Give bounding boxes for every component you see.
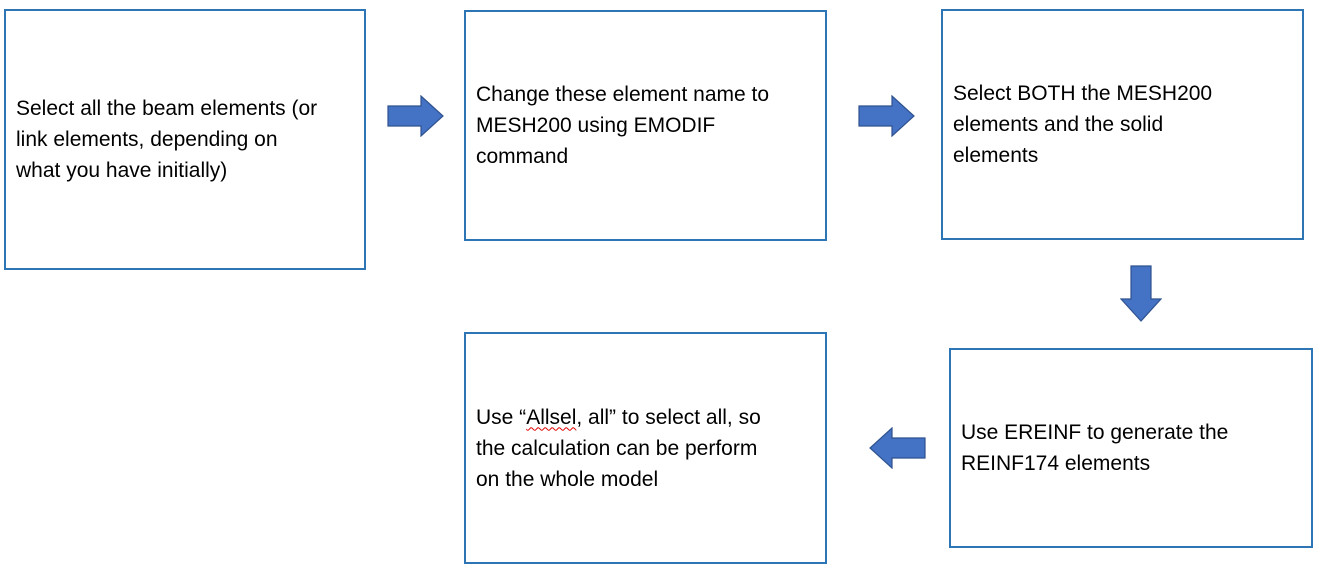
right-arrow-icon (387, 95, 444, 137)
down-arrow-icon (1120, 265, 1162, 322)
arrow-4-shape (869, 427, 926, 469)
step-1-box: Select all the beam elements (or link el… (4, 9, 366, 270)
step-1-text: Select all the beam elements (or link el… (16, 97, 318, 182)
step-3-text: Select BOTH the MESH200 elements and the… (953, 82, 1213, 167)
step-2-text: Change these element name to MESH200 usi… (476, 83, 770, 168)
right-arrow-icon (858, 95, 915, 137)
step-5-text: Use “Allsel, all” to select all, so the … (476, 402, 761, 495)
step-5-text-prefix: Use “ (476, 405, 527, 429)
left-arrow-icon (869, 427, 926, 469)
step-5-flagged-word: Allsel (526, 405, 577, 429)
step-4-text: Use EREINF to generate the REINF174 elem… (961, 421, 1229, 475)
step-3-box: Select BOTH the MESH200 elements and the… (941, 9, 1304, 240)
step-5-text-suffix: , all” to select all, so the calculation… (476, 405, 761, 491)
arrow-2-shape (858, 95, 915, 137)
step-2-box: Change these element name to MESH200 usi… (464, 10, 827, 241)
step-4-box: Use EREINF to generate the REINF174 elem… (949, 348, 1313, 548)
arrow-3-shape (1120, 265, 1162, 322)
arrow-1-shape (387, 95, 444, 137)
step-5-box: Use “Allsel, all” to select all, so the … (464, 332, 827, 564)
